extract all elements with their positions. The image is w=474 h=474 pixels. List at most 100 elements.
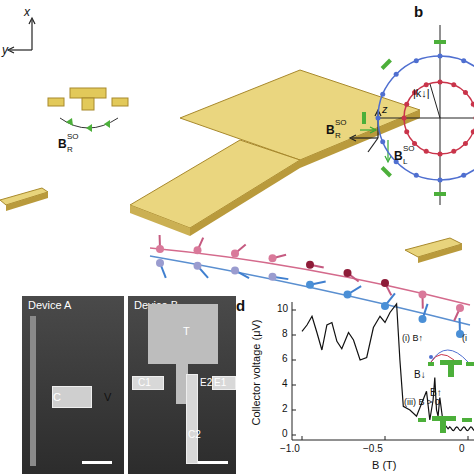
k-point bbox=[380, 139, 385, 144]
device-structure bbox=[82, 461, 112, 464]
figure-label: y bbox=[2, 44, 8, 56]
k-point bbox=[438, 54, 443, 59]
k-point bbox=[424, 149, 429, 154]
k-point bbox=[461, 173, 466, 178]
figure-label: |k↓| bbox=[413, 88, 430, 99]
field-arrow bbox=[434, 40, 446, 44]
spin-ball bbox=[306, 281, 314, 289]
k-point bbox=[438, 178, 443, 183]
figure-label: B (T) bbox=[372, 460, 396, 471]
figure-label: 2 bbox=[282, 404, 288, 414]
figure-label: 0 bbox=[282, 429, 288, 439]
inset-electrodes bbox=[48, 88, 128, 132]
k-point bbox=[414, 173, 419, 178]
figure-label: z bbox=[382, 104, 388, 115]
k-point bbox=[471, 102, 474, 107]
figure-label: 10 bbox=[277, 304, 288, 314]
spin-ball bbox=[344, 290, 352, 298]
axes-icon bbox=[8, 18, 35, 53]
field-arrow bbox=[382, 167, 390, 175]
k-point bbox=[424, 82, 429, 87]
k-point bbox=[463, 141, 468, 146]
figure-label: R bbox=[335, 132, 341, 140]
spin-ball bbox=[419, 291, 427, 299]
spin-ball bbox=[231, 249, 239, 257]
figure-label: R bbox=[67, 146, 73, 154]
k-point bbox=[376, 116, 381, 121]
field-arrow bbox=[382, 60, 390, 68]
device-structure bbox=[198, 461, 228, 464]
k-point bbox=[402, 116, 407, 121]
figure-label: C1 bbox=[138, 378, 151, 388]
tick bbox=[302, 436, 303, 440]
k-point bbox=[471, 129, 474, 134]
spin-ball bbox=[381, 279, 389, 287]
figure-label: b bbox=[414, 4, 423, 19]
axis-ticks bbox=[292, 310, 468, 440]
figure-label: T bbox=[183, 326, 190, 337]
spin-ball bbox=[156, 259, 164, 267]
tick bbox=[292, 310, 296, 311]
figure-label: B↑ bbox=[430, 388, 442, 398]
gold-electrodes bbox=[0, 70, 462, 263]
plot-axes bbox=[292, 302, 474, 440]
panel-heading: Device A bbox=[28, 300, 71, 311]
figure-label: 4 bbox=[282, 379, 288, 389]
field-arrow bbox=[434, 192, 446, 196]
tick bbox=[468, 436, 469, 440]
figure-label: x bbox=[24, 6, 30, 18]
tick bbox=[292, 360, 296, 361]
k-points bbox=[364, 42, 474, 194]
spin-ball bbox=[231, 266, 239, 274]
figure-label: −0.5 bbox=[363, 444, 383, 454]
sem-image-panel: Device A bbox=[22, 296, 124, 474]
spin-ball bbox=[156, 245, 164, 253]
k-point bbox=[461, 58, 466, 63]
device-structure bbox=[186, 374, 198, 464]
figure-label: L bbox=[403, 158, 407, 166]
figure-label: C2 bbox=[188, 430, 201, 440]
k-point bbox=[380, 92, 385, 97]
k-point bbox=[451, 149, 456, 154]
k-point bbox=[404, 129, 409, 134]
device-structure bbox=[30, 316, 36, 466]
spin-ball bbox=[194, 246, 202, 254]
figure-label: B↓ bbox=[414, 370, 426, 380]
figure-label: SO bbox=[335, 119, 347, 127]
fermi-circles bbox=[378, 25, 474, 205]
figure-label: −1.0 bbox=[280, 444, 300, 454]
voltage-curve bbox=[302, 304, 474, 431]
figure-label: 8 bbox=[282, 329, 288, 339]
spin-ball bbox=[269, 254, 277, 262]
k-point bbox=[438, 80, 443, 85]
spin-ball bbox=[381, 302, 389, 310]
tick bbox=[385, 436, 386, 440]
figure-label: E1 bbox=[214, 378, 226, 388]
figure-label: (i bbox=[462, 334, 467, 343]
figure-label: (iii) B > 0 bbox=[404, 398, 440, 407]
figure-label: V bbox=[104, 392, 111, 403]
figure-label: E2 bbox=[200, 378, 212, 388]
tick bbox=[292, 335, 296, 336]
k-point bbox=[414, 58, 419, 63]
figure-label: d bbox=[236, 298, 245, 313]
figure-label: B bbox=[326, 124, 335, 136]
figure-label: B bbox=[394, 150, 403, 162]
tick bbox=[292, 435, 296, 436]
k-point bbox=[438, 152, 443, 157]
k-point bbox=[404, 102, 409, 107]
figure-label: 6 bbox=[282, 354, 288, 364]
k-point bbox=[394, 72, 399, 77]
figure-label: Collector voltage (μV) bbox=[251, 319, 262, 425]
spin-ball bbox=[419, 315, 427, 323]
spin-ball bbox=[456, 304, 464, 312]
k-point bbox=[451, 82, 456, 87]
field-arrow bbox=[362, 112, 366, 124]
focusing-inset bbox=[418, 350, 474, 433]
figure-label: C bbox=[53, 392, 61, 403]
tick bbox=[292, 410, 296, 411]
spin-ball bbox=[269, 273, 277, 281]
spin-ball bbox=[306, 261, 314, 269]
spin-ball bbox=[344, 269, 352, 277]
